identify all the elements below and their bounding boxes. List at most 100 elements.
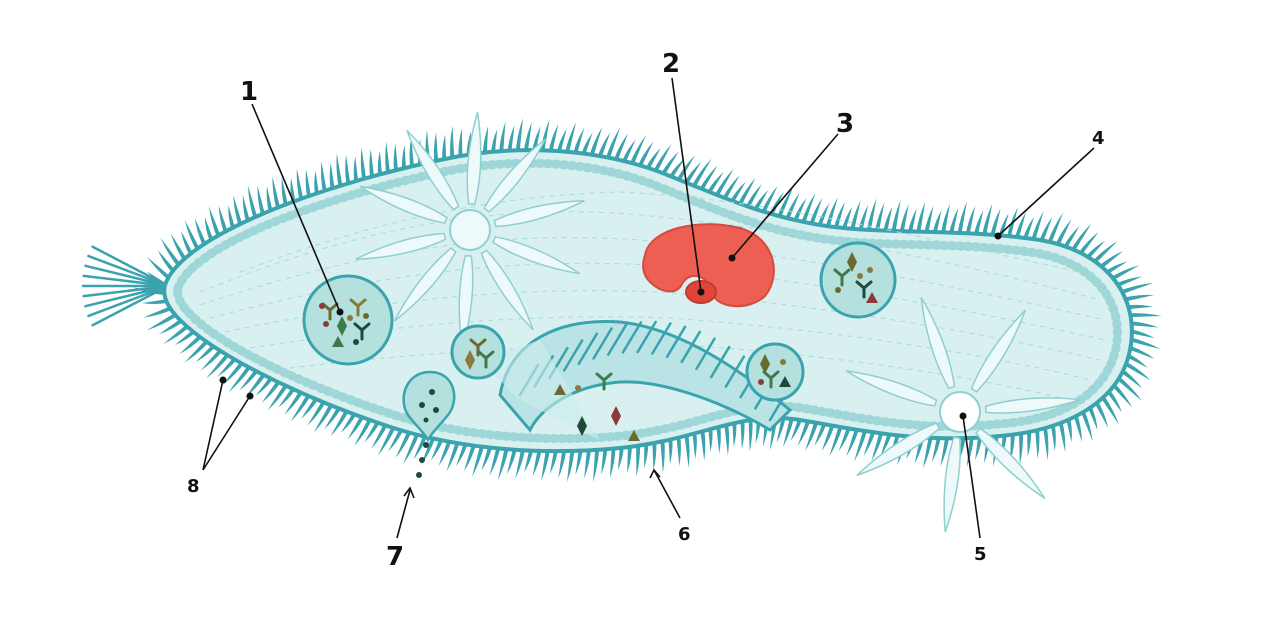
cilium (336, 153, 343, 187)
cilium (385, 141, 390, 173)
food-particle (477, 350, 495, 369)
cilium (84, 264, 170, 288)
cilium (438, 441, 452, 467)
cilium (395, 432, 411, 458)
cilium (974, 210, 984, 234)
food-particle (758, 379, 764, 385)
cilium (91, 245, 170, 288)
food-particle (762, 370, 780, 389)
cilium (1121, 282, 1154, 294)
cilium (660, 440, 665, 473)
food-particle (363, 313, 369, 319)
food-particle (611, 406, 621, 426)
cilium (834, 202, 845, 228)
cilium (817, 203, 830, 226)
cilium (515, 118, 523, 151)
cilium (610, 448, 616, 479)
cilium (506, 449, 517, 475)
cilium (281, 177, 288, 206)
cilium (170, 233, 187, 261)
cilium (793, 198, 807, 221)
cilium (880, 434, 892, 456)
cilium (748, 419, 753, 452)
cilium (777, 186, 794, 217)
cilium (324, 407, 341, 430)
vacuole-ray (355, 232, 447, 260)
vacuole-ray (920, 297, 956, 390)
cilium (163, 325, 189, 345)
cilium (684, 161, 702, 184)
cilium (573, 127, 585, 153)
label-5: 5 (974, 544, 987, 565)
cilium (842, 206, 853, 229)
cilium (1058, 422, 1066, 453)
cilium (825, 197, 838, 227)
cilium (330, 410, 349, 437)
food-particle (577, 416, 587, 436)
cilium (456, 444, 468, 467)
cilium (1093, 240, 1118, 263)
gullet-cilium (695, 337, 716, 371)
cilium (1131, 321, 1159, 328)
cilium (575, 450, 583, 475)
cilium (450, 125, 455, 158)
cilium (141, 299, 168, 305)
cilium (636, 445, 641, 477)
cilium (321, 161, 327, 192)
cilium (558, 451, 567, 479)
cilium (722, 174, 740, 199)
cilium (1066, 418, 1072, 443)
cilium (1125, 361, 1151, 381)
leader-lines (202, 77, 1095, 539)
cilium (684, 435, 690, 469)
food-particle (833, 268, 851, 287)
cilium (1112, 383, 1133, 408)
food-particle (855, 280, 873, 299)
food-particle (628, 430, 640, 441)
cilium (627, 446, 632, 474)
food-vacuole-3 (745, 342, 805, 402)
cilium (622, 139, 636, 162)
cilium (932, 210, 942, 233)
cilium (761, 185, 778, 213)
cilium (194, 218, 206, 246)
cilium (785, 192, 800, 219)
cilium (1047, 212, 1064, 243)
cilium (208, 206, 221, 237)
food-particle (867, 267, 873, 273)
cilium (606, 127, 621, 158)
food-particle (323, 321, 329, 327)
cilium (838, 428, 851, 452)
cilium (990, 208, 1001, 235)
cilium (204, 216, 213, 241)
cilium (160, 237, 180, 266)
vacuole-ray (483, 138, 547, 213)
cilium (871, 433, 884, 462)
cilium (174, 330, 195, 346)
label-8: 8 (187, 476, 200, 497)
cilium (261, 381, 281, 404)
cilium (805, 422, 819, 452)
food-particle (866, 292, 878, 303)
food-vacuole-2 (450, 324, 506, 380)
cilium (669, 158, 685, 178)
cilium (922, 437, 933, 469)
cilium (745, 183, 762, 208)
cilium (809, 198, 823, 224)
food-particle (337, 316, 347, 336)
cilium (184, 219, 200, 250)
cilium (244, 374, 266, 399)
cilium (82, 274, 170, 288)
vacuole-ray (970, 309, 1027, 393)
cilium (305, 169, 311, 197)
cilium (941, 203, 951, 233)
part-labels: 1 2 3 4 5 6 7 8 (187, 49, 1105, 572)
cilium (916, 201, 926, 232)
cilium (668, 439, 673, 465)
cilium (1055, 218, 1072, 245)
cilium (489, 448, 501, 476)
cilium (1107, 390, 1123, 413)
cilium (975, 437, 982, 460)
cilium (617, 447, 624, 471)
cilium (340, 413, 357, 433)
